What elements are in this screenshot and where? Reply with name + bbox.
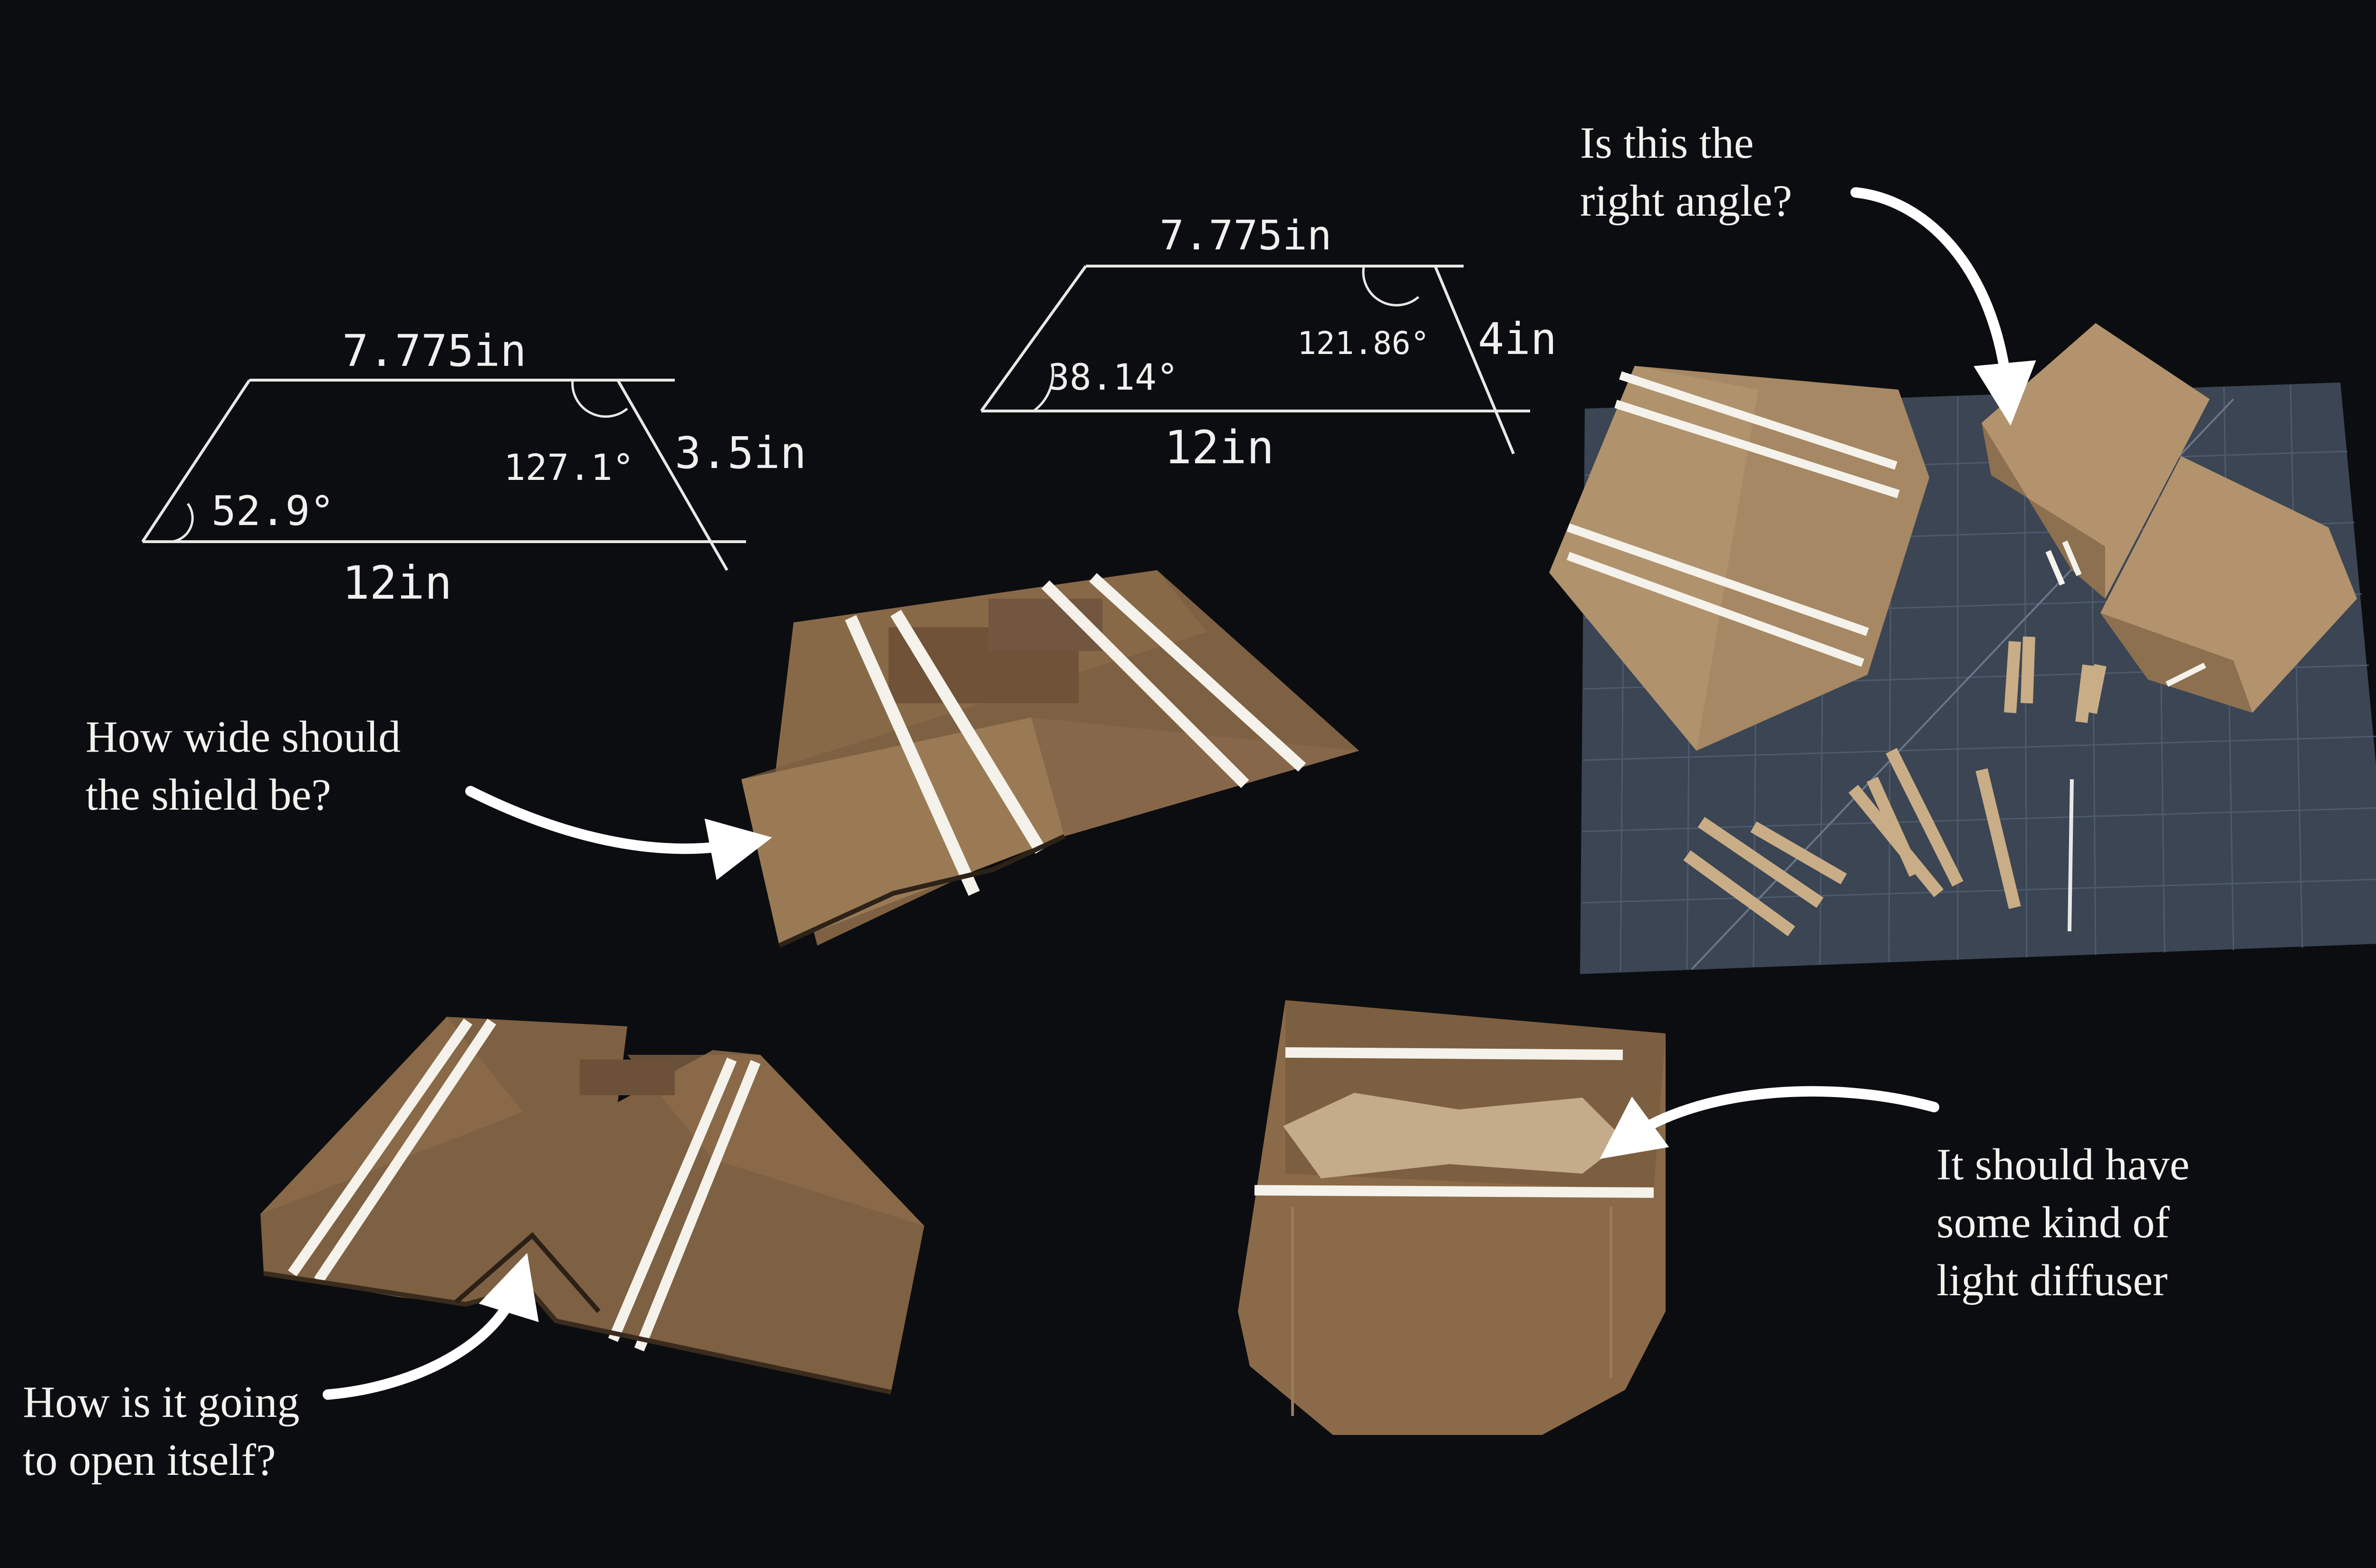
- bottom-angle-label: 38.14°: [1048, 356, 1178, 398]
- bottom-angle-label: 52.9°: [211, 488, 335, 535]
- top-angle-label: 127.1°: [504, 446, 634, 488]
- cardboard-prototype-diffuser: [1238, 1000, 1666, 1435]
- arrow-icon: [1600, 1086, 1939, 1159]
- side-edge-label: 4in: [1478, 314, 1557, 364]
- bottom-edge-label: 12in: [342, 556, 452, 610]
- note-right-angle: Is this the right angle?: [1580, 118, 1792, 226]
- arrow-icon: [323, 1252, 539, 1400]
- top-edge-label: 7.775in: [1159, 212, 1332, 259]
- top-angle-label: 121.86°: [1297, 325, 1429, 362]
- cardboard-prototype-opening: [260, 1017, 924, 1395]
- bottom-edge-label: 12in: [1164, 421, 1274, 474]
- note-shield-width: How wide should the shield be?: [86, 712, 401, 820]
- arrow-icon: [465, 786, 772, 880]
- note-light-diffuser: It should have some kind of light diffus…: [1936, 1140, 2190, 1305]
- trapezoid-diagram-right: 7.775in 121.86° 4in 38.14° 12in: [980, 212, 1557, 474]
- trapezoid-diagram-left: 7.775in 127.1° 3.5in 52.9° 12in: [141, 325, 806, 610]
- cardboard-prototype-shield: [741, 570, 1359, 948]
- top-edge-label: 7.775in: [342, 325, 527, 376]
- note-self-opening: How is it going to open itself?: [23, 1377, 300, 1485]
- arrow-icon: [1850, 187, 2036, 426]
- side-edge-label: 3.5in: [675, 428, 806, 478]
- cutting-mat-photo: [1549, 323, 2376, 974]
